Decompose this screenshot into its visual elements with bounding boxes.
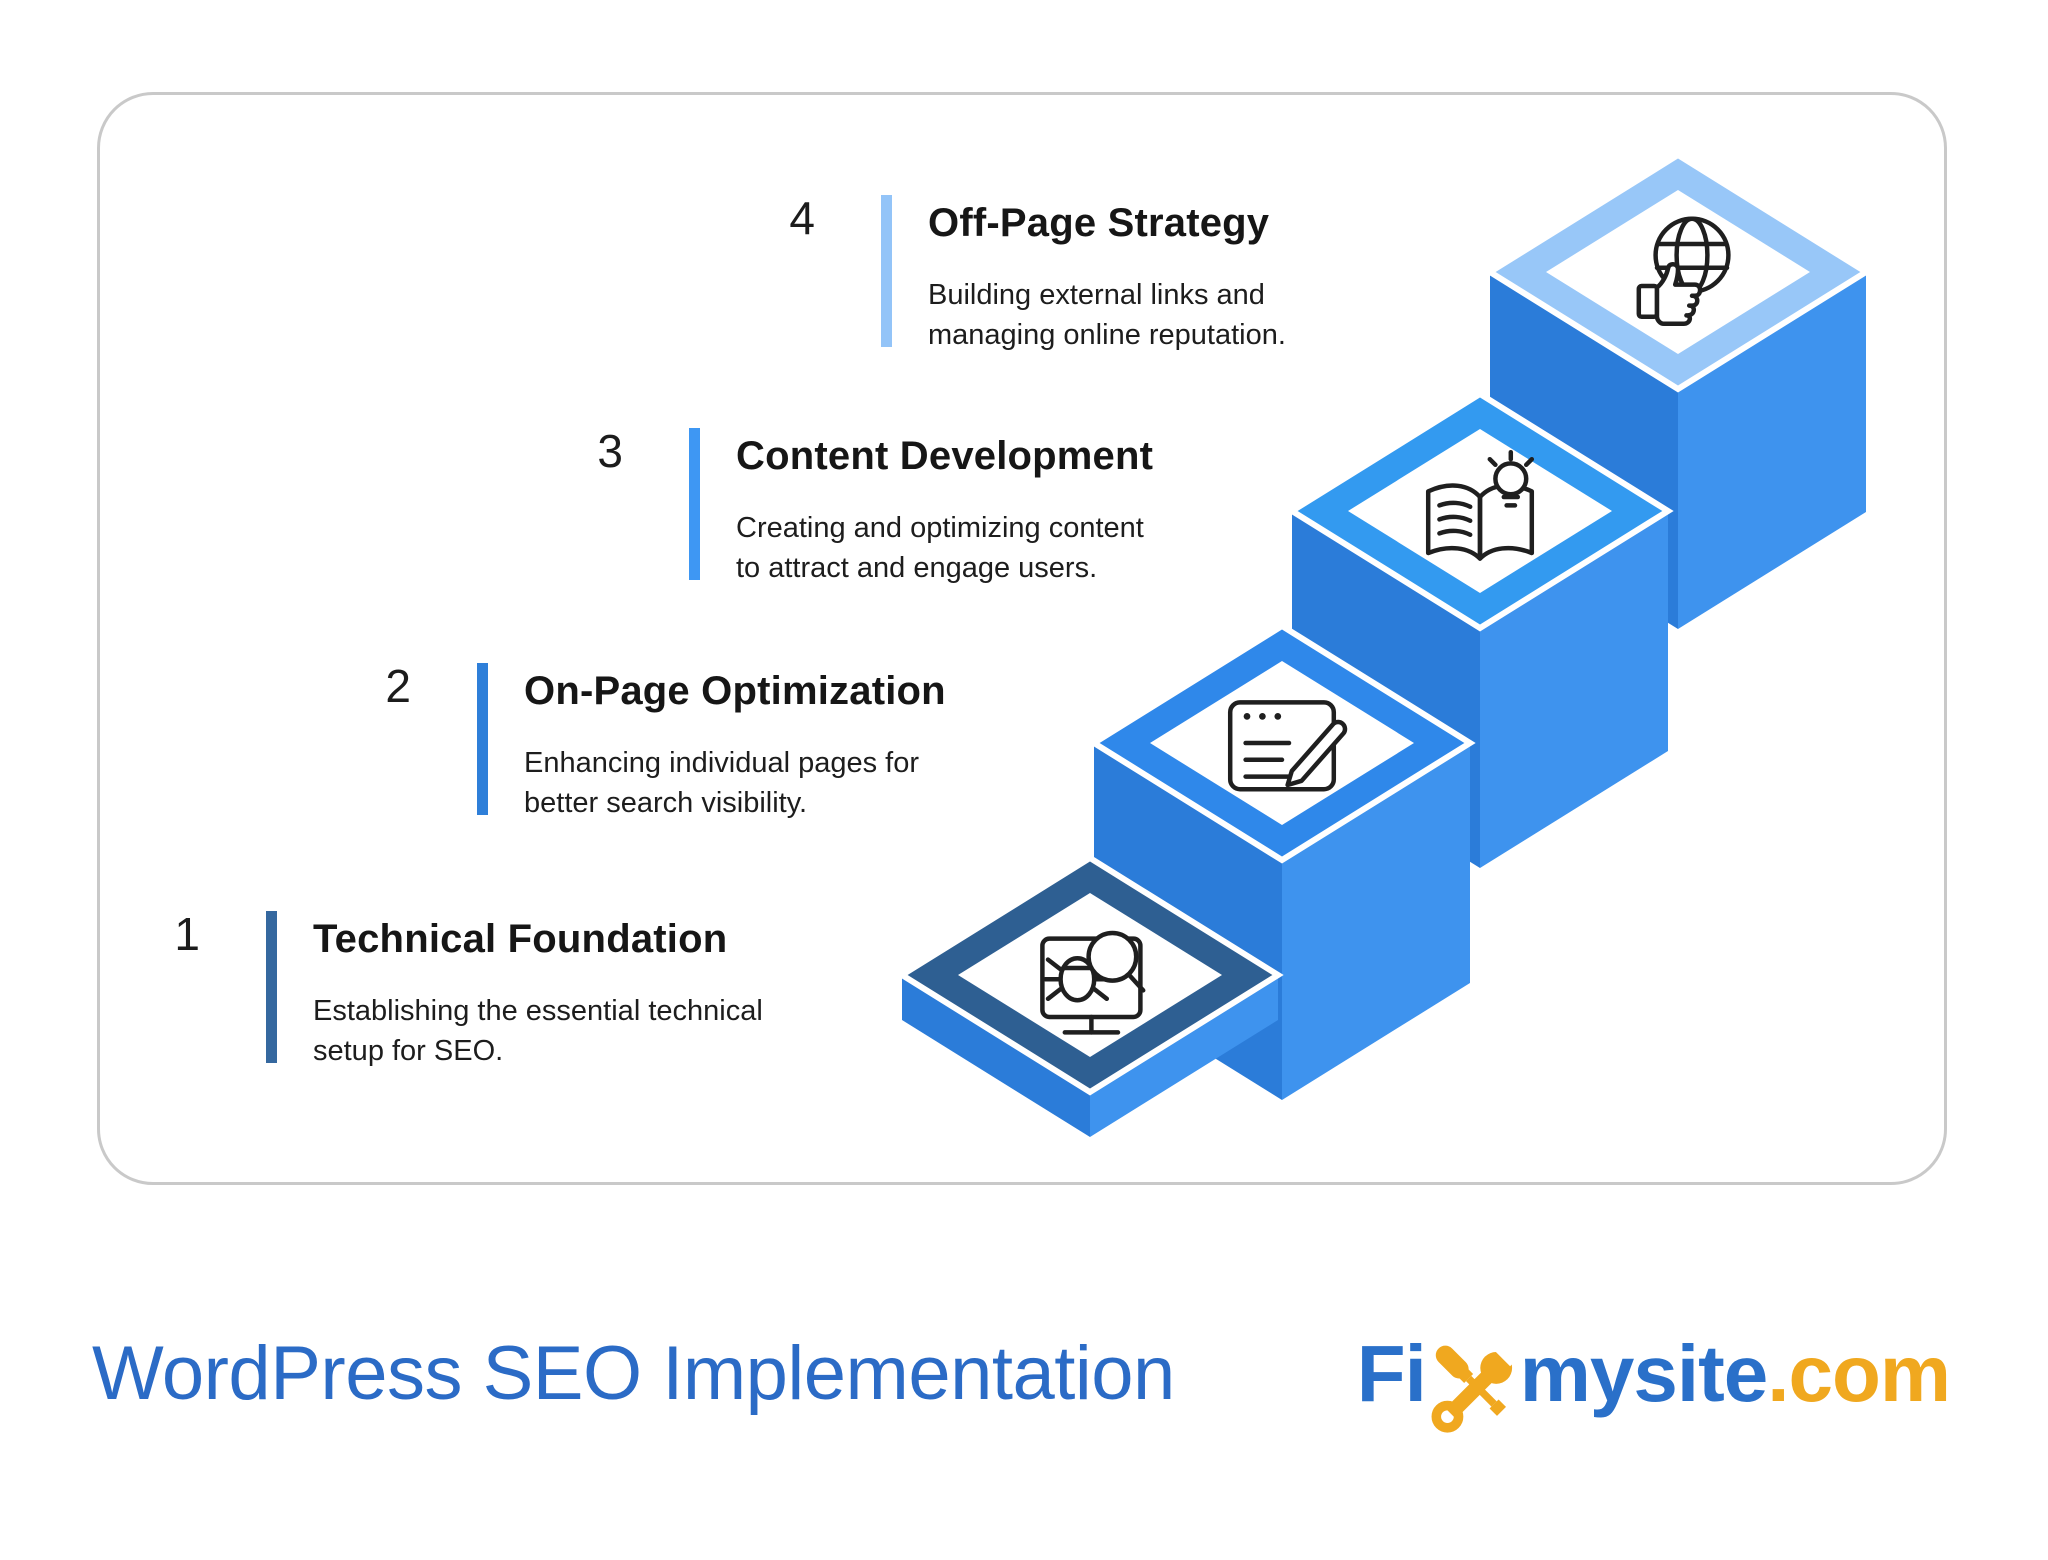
logo-middle: mysite xyxy=(1519,1329,1768,1418)
brand-logo: Fi mysite .com xyxy=(1356,1329,1951,1433)
step-4: 4 Off-Page Strategy Building external li… xyxy=(731,192,1286,355)
step-2-description: Enhancing individual pages for better se… xyxy=(524,747,919,819)
page-title: WordPress SEO Implementation xyxy=(92,1331,1175,1416)
step-4-description: Building external links and managing onl… xyxy=(928,279,1286,351)
step-3-description: Creating and optimizing content to attra… xyxy=(736,512,1144,584)
step-1: 1 Technical Foundation Establishing the … xyxy=(116,908,763,1071)
step-2: 2 On-Page Optimization Enhancing individ… xyxy=(327,660,946,823)
wrench-icon xyxy=(1431,1338,1522,1433)
step-1-description: Establishing the essential technical set… xyxy=(313,995,763,1067)
step-4-number: 4 xyxy=(789,192,815,244)
logo-suffix: .com xyxy=(1767,1329,1951,1418)
screwdriver-icon xyxy=(1435,1345,1506,1416)
step-1-number: 1 xyxy=(174,908,200,960)
step-3-number: 3 xyxy=(597,425,623,477)
step-3-title: Content Development xyxy=(736,434,1154,478)
step-2-title: On-Page Optimization xyxy=(524,669,946,713)
logo-prefix: Fi xyxy=(1356,1329,1427,1418)
step-3-accent-bar xyxy=(689,428,700,580)
crossed-tools-icon xyxy=(1431,1338,1522,1433)
step-4-title: Off-Page Strategy xyxy=(928,201,1270,245)
step-2-accent-bar xyxy=(477,663,488,815)
step-4-accent-bar xyxy=(881,195,892,347)
step-2-number: 2 xyxy=(385,660,411,712)
step-3: 3 Content Development Creating and optim… xyxy=(539,425,1154,588)
step-1-title: Technical Foundation xyxy=(313,917,728,961)
step-1-accent-bar xyxy=(266,911,277,1063)
